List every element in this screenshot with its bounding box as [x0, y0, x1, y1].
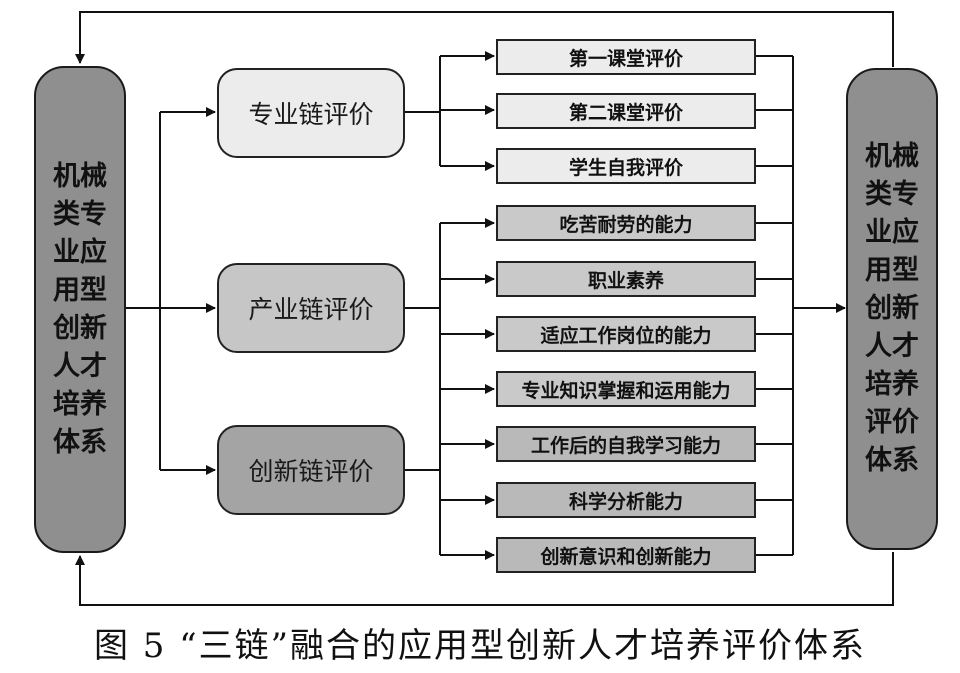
left-system-box: 机械类专业应用型创新人才培养体系 [34, 66, 126, 553]
item-label: 适应工作岗位的能力 [540, 324, 712, 347]
item-label: 吃苦耐劳的能力 [559, 213, 693, 236]
figure-caption: 图 5 “三链”融合的应用型创新人才培养评价体系 [93, 626, 866, 666]
item-self-learning: 工作后的自我学习能力 [496, 426, 756, 462]
item-label: 第二课堂评价 [568, 101, 683, 124]
chain-professional-label: 专业链评价 [248, 100, 374, 129]
item-scientific-analysis: 科学分析能力 [496, 482, 756, 518]
chain-professional: 专业链评价 [217, 68, 405, 158]
item-second-classroom: 第二课堂评价 [496, 93, 756, 129]
item-professionalism: 职业素养 [496, 261, 756, 297]
chain-industry: 产业链评价 [217, 263, 405, 353]
item-first-classroom: 第一课堂评价 [496, 39, 756, 75]
item-label: 学生自我评价 [568, 156, 683, 179]
right-system-label: 机械类专业应用型创新人才培养评价体系 [865, 141, 919, 476]
feedback-arrow-bottom [75, 552, 894, 606]
item-label: 职业素养 [587, 269, 664, 292]
chain-innovation: 创新链评价 [217, 425, 405, 515]
chain-industry-label: 产业链评价 [248, 295, 374, 324]
item-hardworking: 吃苦耐劳的能力 [496, 205, 756, 241]
item-label: 专业知识掌握和运用能力 [521, 379, 731, 402]
item-label: 创新意识和创新能力 [540, 545, 712, 568]
left-system-label: 机械类专业应用型创新人才培养体系 [53, 160, 107, 458]
item-label: 工作后的自我学习能力 [530, 434, 721, 457]
item-innovation-ability: 创新意识和创新能力 [496, 537, 756, 573]
right-system-box: 机械类专业应用型创新人才培养评价体系 [846, 68, 938, 550]
chain-innovation-label: 创新链评价 [248, 457, 374, 486]
item-label: 科学分析能力 [568, 490, 683, 513]
item-self-evaluation: 学生自我评价 [496, 148, 756, 184]
item-knowledge-application: 专业知识掌握和运用能力 [496, 371, 756, 407]
item-label: 第一课堂评价 [568, 47, 683, 70]
feedback-arrow-top [75, 11, 894, 67]
item-job-adaptation: 适应工作岗位的能力 [496, 316, 756, 352]
